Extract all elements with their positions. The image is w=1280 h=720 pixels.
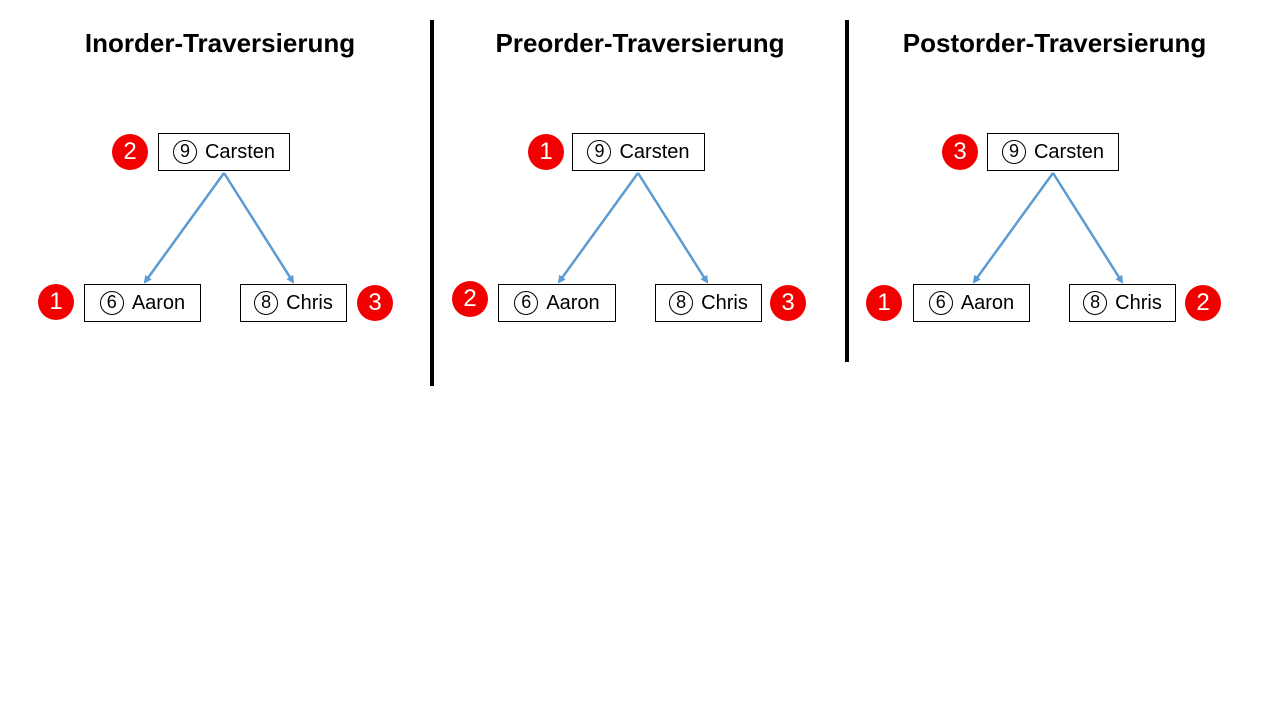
order-badge-root: 2: [112, 134, 148, 170]
node-key-circle: 8: [669, 291, 694, 315]
node-name: Carsten: [204, 140, 276, 163]
panel-preorder: Preorder-Traversierung 1 9 Carsten 2 6 A…: [434, 0, 846, 400]
node-key-circle: 8: [1083, 291, 1108, 315]
order-badge-left: 1: [38, 284, 74, 320]
tree-node-root: 9 Carsten: [987, 133, 1119, 171]
node-name: Chris: [1115, 291, 1162, 314]
order-badge-right: 3: [357, 285, 393, 321]
node-name: Aaron: [546, 291, 600, 314]
panel-title: Postorder-Traversierung: [902, 28, 1207, 58]
edge-left: [143, 172, 226, 284]
tree-node-right: 8 Chris: [655, 284, 762, 322]
node-key-circle: 9: [587, 140, 612, 164]
tree-node-right: 8 Chris: [1069, 284, 1176, 322]
tree-node-left: 6 Aaron: [84, 284, 201, 322]
node-key-circle: 6: [514, 291, 539, 315]
tree-node-root: 9 Carsten: [572, 133, 705, 171]
tree-edges: [972, 172, 1124, 284]
tree-node-left: 6 Aaron: [913, 284, 1030, 322]
panel-title: Inorder-Traversierung: [84, 28, 356, 58]
panel-divider: [845, 20, 849, 362]
tree-node-left: 6 Aaron: [498, 284, 616, 322]
node-name: Chris: [701, 291, 748, 314]
order-badge-right: 3: [770, 285, 806, 321]
node-name: Carsten: [1033, 140, 1105, 163]
order-badge-root: 3: [942, 134, 978, 170]
tree-node-root: 9 Carsten: [158, 133, 290, 171]
order-badge-left: 2: [452, 281, 488, 317]
panel-divider: [430, 20, 434, 386]
edge-left: [972, 172, 1055, 284]
edge-right: [222, 172, 295, 284]
tree-node-right: 8 Chris: [240, 284, 347, 322]
panel-inorder: Inorder-Traversierung 2 9 Carsten 1 6 Aa…: [0, 0, 440, 400]
node-name: Aaron: [960, 291, 1015, 314]
tree-edges: [557, 172, 709, 284]
node-key-circle: 6: [928, 291, 953, 315]
order-badge-left: 1: [866, 285, 902, 321]
order-badge-root: 1: [528, 134, 564, 170]
edge-left: [557, 172, 640, 284]
edge-right: [636, 172, 709, 284]
node-key-circle: 8: [254, 291, 279, 315]
order-badge-right: 2: [1185, 285, 1221, 321]
tree-edges: [143, 172, 295, 284]
node-key-circle: 9: [172, 140, 197, 164]
panel-postorder: Postorder-Traversierung 3 9 Carsten 1 6 …: [849, 0, 1260, 400]
node-key-circle: 6: [99, 291, 124, 315]
node-key-circle: 9: [1001, 140, 1026, 164]
panel-title: Preorder-Traversierung: [495, 28, 785, 58]
node-name: Chris: [286, 291, 333, 314]
node-name: Aaron: [131, 291, 186, 314]
node-name: Carsten: [619, 140, 690, 163]
edge-right: [1051, 172, 1124, 284]
